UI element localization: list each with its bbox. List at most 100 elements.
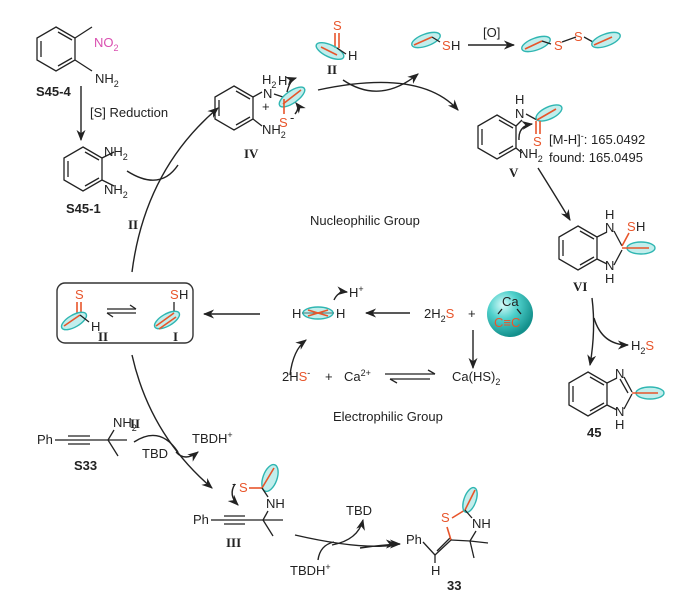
h2-label: H2: [262, 72, 276, 90]
plus-sign-2: +: [325, 369, 333, 384]
phenyl-label: Ph: [37, 432, 53, 447]
minus-charge: -: [232, 476, 236, 491]
disulfide-s1: S: [554, 38, 563, 53]
two-h2s: 2H2S: [424, 306, 455, 324]
tbdh-entry-arrow: [317, 541, 335, 561]
tautomer-box: S H II S H I: [56, 282, 194, 344]
nh-bottom-h: H: [605, 271, 614, 286]
benzene-ring: [36, 26, 76, 72]
tbd-out-label: TBD: [346, 503, 372, 518]
electrophilic-group-label: Electrophilic Group: [333, 409, 443, 424]
box-ii-s: S: [75, 287, 84, 302]
calcium-hydrosulfide: Ca(HS)2: [452, 369, 500, 387]
cycle-arrow-to-iii: [131, 354, 213, 489]
arrow-v-to-vi: [537, 167, 571, 221]
compound-label-iv: IV: [244, 146, 259, 161]
compound-label-s45-4: S45-4: [36, 84, 71, 99]
thioaldehyde-ii-top: S H II: [315, 18, 357, 77]
tbdh-release-arrow: [175, 451, 199, 462]
s33-entry-arrow: [133, 434, 179, 453]
disulfide-s2: S: [574, 29, 583, 44]
calcium-ion: Ca2+: [344, 368, 371, 384]
calcium-carbide: Ca C≡C: [487, 291, 533, 337]
acetylene-center: H H H+: [292, 284, 364, 321]
thiolate-s: S: [239, 480, 248, 495]
thioamide-s: S: [533, 134, 542, 149]
tbdh-label: TBDH+: [192, 430, 233, 446]
plus-charge: +: [262, 99, 270, 114]
amine-bottom: NH2: [104, 182, 128, 200]
carbide-ball-icon: [487, 291, 533, 337]
h2s-released: H2S: [631, 338, 654, 356]
tbd-release-arrow: [331, 518, 365, 546]
cycle-arrow-to-iv: [131, 107, 219, 273]
ms-calculated: [M-H]-: 165.0492: [549, 131, 645, 147]
thioamide-v: H N S NH2 V [M-H]-: 165.0492 found: 165.…: [477, 92, 645, 180]
nh-h: H: [515, 92, 524, 107]
thiol-s: S: [627, 219, 636, 234]
nh-top-n: N: [605, 220, 614, 235]
two-hs-anion: 2HS-: [282, 368, 310, 384]
compound-label-v: V: [509, 165, 519, 180]
compound-label-45: 45: [587, 425, 601, 440]
tbdh-in-label: TBDH+: [290, 562, 331, 578]
acetylene-h-right: H: [336, 306, 345, 321]
ammonium-n: N: [263, 86, 272, 101]
box-i-h: H: [179, 287, 188, 302]
box-i-s: S: [170, 287, 179, 302]
compound-label-s45-1: S45-1: [66, 201, 101, 216]
box-label-i: I: [173, 329, 178, 344]
carbide-ca: Ca: [502, 294, 519, 309]
nitro-group: NO2: [94, 35, 119, 53]
thiol-s: S: [442, 38, 451, 53]
s45-1-entry-arrow: [126, 164, 179, 181]
nucleophilic-group-label: Nucleophilic Group: [310, 213, 420, 228]
acetylene-highlight: [60, 311, 88, 331]
h2s-release-arrow: [593, 317, 630, 350]
amine-label: NH2: [519, 146, 543, 164]
tbd-label: TBD: [142, 446, 168, 461]
amine-label: NH2: [113, 415, 137, 433]
product-45: N N H 45: [568, 366, 665, 440]
ring-nh: NH: [472, 516, 491, 531]
acetylene-highlight: [261, 463, 279, 493]
ms-found: found: 165.0495: [549, 150, 643, 165]
amine-top: NH2: [104, 144, 128, 162]
nh-n: N: [615, 404, 624, 419]
h-label: H: [278, 73, 287, 88]
reagent-ii-lower: II: [130, 416, 140, 431]
nh-top-h: H: [605, 207, 614, 222]
compound-s45-4: NO2 NH2 S45-4: [36, 26, 119, 99]
reagent-ii-upper: II: [128, 217, 138, 232]
attack-arrow: [289, 339, 307, 376]
compound-label-33: 33: [447, 578, 461, 593]
h-label: H: [348, 48, 357, 63]
nh-h: H: [615, 417, 624, 432]
arrow-iv-to-v: [317, 81, 459, 111]
phenyl-label: Ph: [193, 512, 209, 527]
nh-bottom-n: N: [605, 258, 614, 273]
ring-s: S: [441, 510, 450, 525]
amine-label: NH2: [262, 122, 286, 140]
nh-n: N: [515, 106, 524, 121]
intermediate-iv: H2 N + H S - NH2 IV: [214, 72, 306, 161]
compound-s33: Ph NH2 S33: [37, 415, 137, 473]
acetylene-h-left: H: [292, 306, 301, 321]
thiol-h: H: [636, 219, 645, 234]
amine-group: NH2: [95, 71, 119, 89]
product-33: Ph H S NH 33: [406, 486, 491, 593]
intermediate-iii: - S NH Ph III: [193, 463, 285, 550]
imine-n: N: [615, 366, 624, 381]
vinyl-thiol: S H: [411, 31, 460, 53]
box-label-ii: II: [98, 329, 108, 344]
compound-label-vi: VI: [573, 279, 587, 294]
box-frame: [56, 282, 194, 344]
box-ii-h: H: [91, 319, 100, 334]
thiocarbonyl-s: S: [333, 18, 342, 33]
thiol-h: H: [451, 38, 460, 53]
vinyl-h: H: [431, 563, 440, 578]
disulfide-product: S S: [521, 29, 621, 53]
intermediate-vi: H N N H S H VI: [558, 207, 656, 294]
nh-label: NH: [266, 496, 285, 511]
